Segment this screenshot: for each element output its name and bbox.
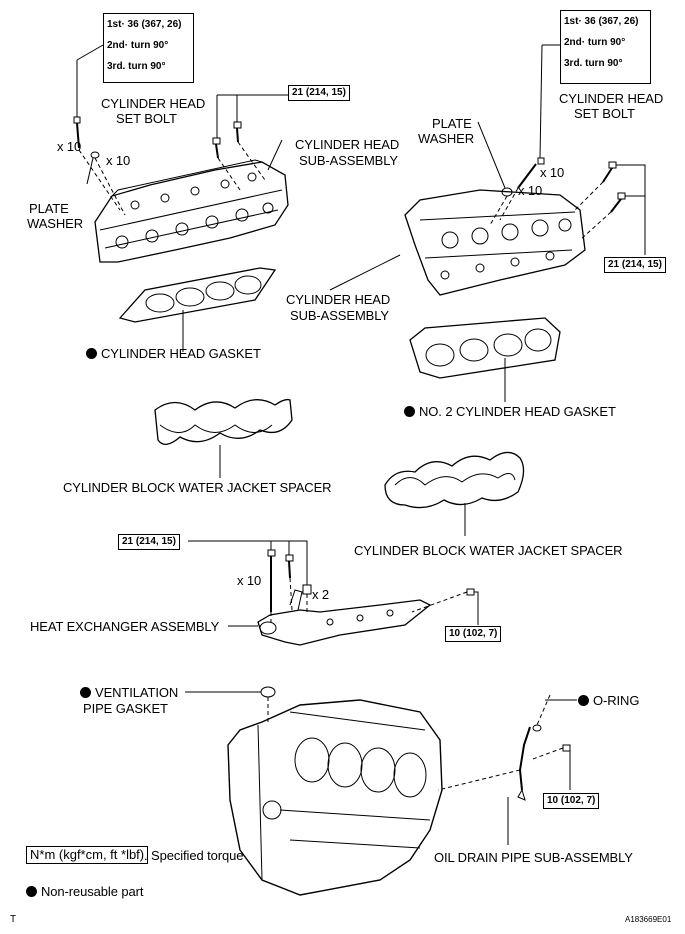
non-reusable-dot-icon [80,687,91,698]
label-set-bolt-left-line2: SET BOLT [116,111,177,126]
label-plate-washer-right-line2: WASHER [418,131,474,146]
label-water-jacket-right: CYLINDER BLOCK WATER JACKET SPACER [354,543,623,558]
non-reusable-dot-icon [26,886,37,897]
water-jacket-spacer-right-drawing [384,451,525,536]
label-heat-exchanger: HEAT EXCHANGER ASSEMBLY [30,619,220,634]
label-ventilation-gasket-line1: VENTILATION [80,685,178,700]
label-no2-cylinder-head-gasket: NO. 2 CYLINDER HEAD GASKET [404,404,616,419]
torque-21-left: 21 (214, 15) [288,85,350,101]
spec-left-step1: 1st· 36 (367, 26) [107,19,182,30]
no2-head-gasket-drawing [409,317,561,402]
label-set-bolt-right-line2: SET BOLT [574,106,635,121]
torque-10-middle: 10 (102, 7) [445,626,502,642]
legend-non-reusable: Non-reusable part [26,884,143,899]
cylinder-head-gasket-left-drawing [118,267,277,352]
label-plate-washer-left-line2: WASHER [27,216,83,231]
figure-id: A183669E01 [625,915,672,924]
oil-drain-pipe-drawing [517,724,542,801]
no2-gasket-text: NO. 2 CYLINDER HEAD GASKET [419,404,616,419]
non-reusable-dot-icon [578,695,589,706]
legend-torque-units-box: N*m (kgf*cm, ft *lbf) [26,846,149,864]
legend-torque-suffix: . Specified torque [144,848,244,863]
label-plate-washer-left-line1: PLATE [29,201,69,216]
label-set-bolt-left-line1: CYLINDER HEAD [101,96,206,111]
spec-left-step2: 2nd· turn 90° [107,40,169,51]
label-sub-assembly-left-line2: SUB-ASSEMBLY [299,153,398,168]
label-water-jacket-left: CYLINDER BLOCK WATER JACKET SPACER [63,480,332,495]
spec-left-step3: 3rd. turn 90° [107,61,166,72]
label-plate-washer-right-line1: PLATE [432,116,472,131]
non-reusable-dot-icon [404,406,415,417]
label-sub-assembly-right-line1: CYLINDER HEAD [286,292,391,307]
heat-exchanger-drawing [257,589,432,646]
label-x10-bolt-left: x 10 [57,139,82,154]
cylinder-head-right-drawing [404,189,586,296]
spec-right-step1: 1st· 36 (367, 26) [564,16,639,27]
cylinder-head-left-drawing [94,159,289,263]
torque-10-lower: 10 (102, 7) [543,793,600,809]
corner-mark-t: T [10,914,17,925]
ventilation-text: VENTILATION [95,685,179,700]
label-cylinder-head-gasket: CYLINDER HEAD GASKET [86,346,261,361]
spec-right-step2: 2nd· turn 90° [564,37,626,48]
label-x10-middle: x 10 [237,573,262,588]
torque-21-right: 21 (214, 15) [604,257,666,273]
cylinder-head-gasket-text: CYLINDER HEAD GASKET [101,346,261,361]
torque-21-middle: 21 (214, 15) [118,534,180,550]
label-o-ring: O-RING [578,693,639,708]
spec-box-left: 1st· 36 (367, 26) 2nd· turn 90° 3rd. tur… [103,13,194,83]
label-ventilation-gasket-line2: PIPE GASKET [83,701,168,716]
engine-block-drawing [227,699,443,896]
label-x10-washer-right: x 10 [518,183,543,198]
spec-right-step3: 3rd. turn 90° [564,58,623,69]
label-set-bolt-right-line1: CYLINDER HEAD [559,91,664,106]
label-oil-drain-pipe: OIL DRAIN PIPE SUB-ASSEMBLY [434,850,633,865]
label-sub-assembly-right-line2: SUB-ASSEMBLY [290,308,389,323]
spec-box-right: 1st· 36 (367, 26) 2nd· turn 90° 3rd. tur… [560,10,651,84]
label-x2-middle: x 2 [312,587,330,602]
water-jacket-spacer-left-drawing [154,398,293,478]
o-ring-text: O-RING [593,693,640,708]
label-x10-bolt-right: x 10 [540,165,565,180]
label-x10-washer-left: x 10 [106,153,131,168]
non-reusable-text: Non-reusable part [41,884,144,899]
non-reusable-dot-icon [86,348,97,359]
label-sub-assembly-left-line1: CYLINDER HEAD [295,137,400,152]
